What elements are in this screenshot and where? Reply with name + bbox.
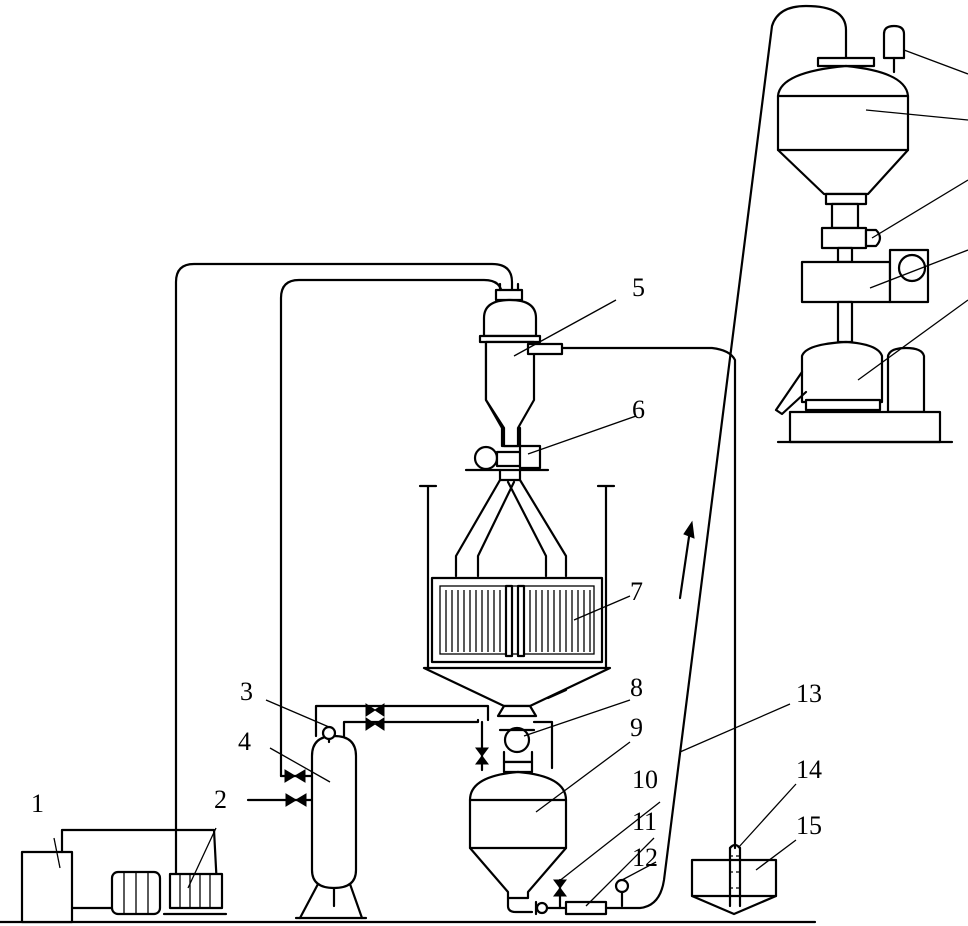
equipment-8-feeder — [496, 704, 554, 770]
label-10: 10 — [632, 765, 658, 794]
label-4: 4 — [238, 727, 251, 756]
valve-icon — [475, 747, 489, 765]
top-right-equipment — [774, 24, 954, 444]
equipment-13-conveying-pipe — [604, 4, 848, 910]
equipment-2-fan — [70, 828, 228, 916]
valve-icon — [365, 717, 385, 731]
label-11: 11 — [632, 807, 657, 836]
label-7: 7 — [630, 577, 643, 606]
number-labels: 1 2 3 4 5 6 7 8 9 10 11 12 13 14 15 — [31, 273, 822, 872]
equipment-6-rotary-valve — [464, 444, 550, 472]
equipment-4-tank — [294, 734, 368, 920]
frame — [418, 468, 616, 670]
label-3: 3 — [240, 677, 253, 706]
valve-icon — [285, 793, 307, 807]
inner-return-line — [279, 278, 504, 778]
equipment-15-tank — [690, 858, 778, 916]
arrow-head-icon — [683, 520, 695, 539]
equipment-11-pipe-section — [558, 900, 608, 916]
equipment-1-box — [20, 828, 178, 924]
label-1: 1 — [31, 789, 44, 818]
label-2: 2 — [214, 785, 227, 814]
equipment-5-cyclone — [478, 282, 564, 448]
equipment-9-vessel — [468, 760, 568, 914]
equipment-3-gauge — [321, 725, 337, 744]
label-5: 5 — [632, 273, 645, 302]
equipment-7-dryer — [422, 576, 612, 708]
label-15: 15 — [796, 811, 822, 840]
label-14: 14 — [796, 755, 822, 784]
equipment-14-pipe — [728, 843, 742, 908]
leader-lines — [53, 49, 968, 907]
flow-arrow — [678, 528, 692, 600]
equipment-12-gauge — [614, 878, 630, 908]
valve-icon — [284, 769, 306, 783]
label-9: 9 — [630, 713, 643, 742]
label-6: 6 — [632, 395, 645, 424]
label-12: 12 — [632, 843, 658, 872]
valve-icon — [365, 703, 385, 717]
air-return-line — [560, 346, 737, 850]
label-8: 8 — [630, 673, 643, 702]
label-13: 13 — [796, 679, 822, 708]
outer-return-line — [174, 262, 514, 832]
